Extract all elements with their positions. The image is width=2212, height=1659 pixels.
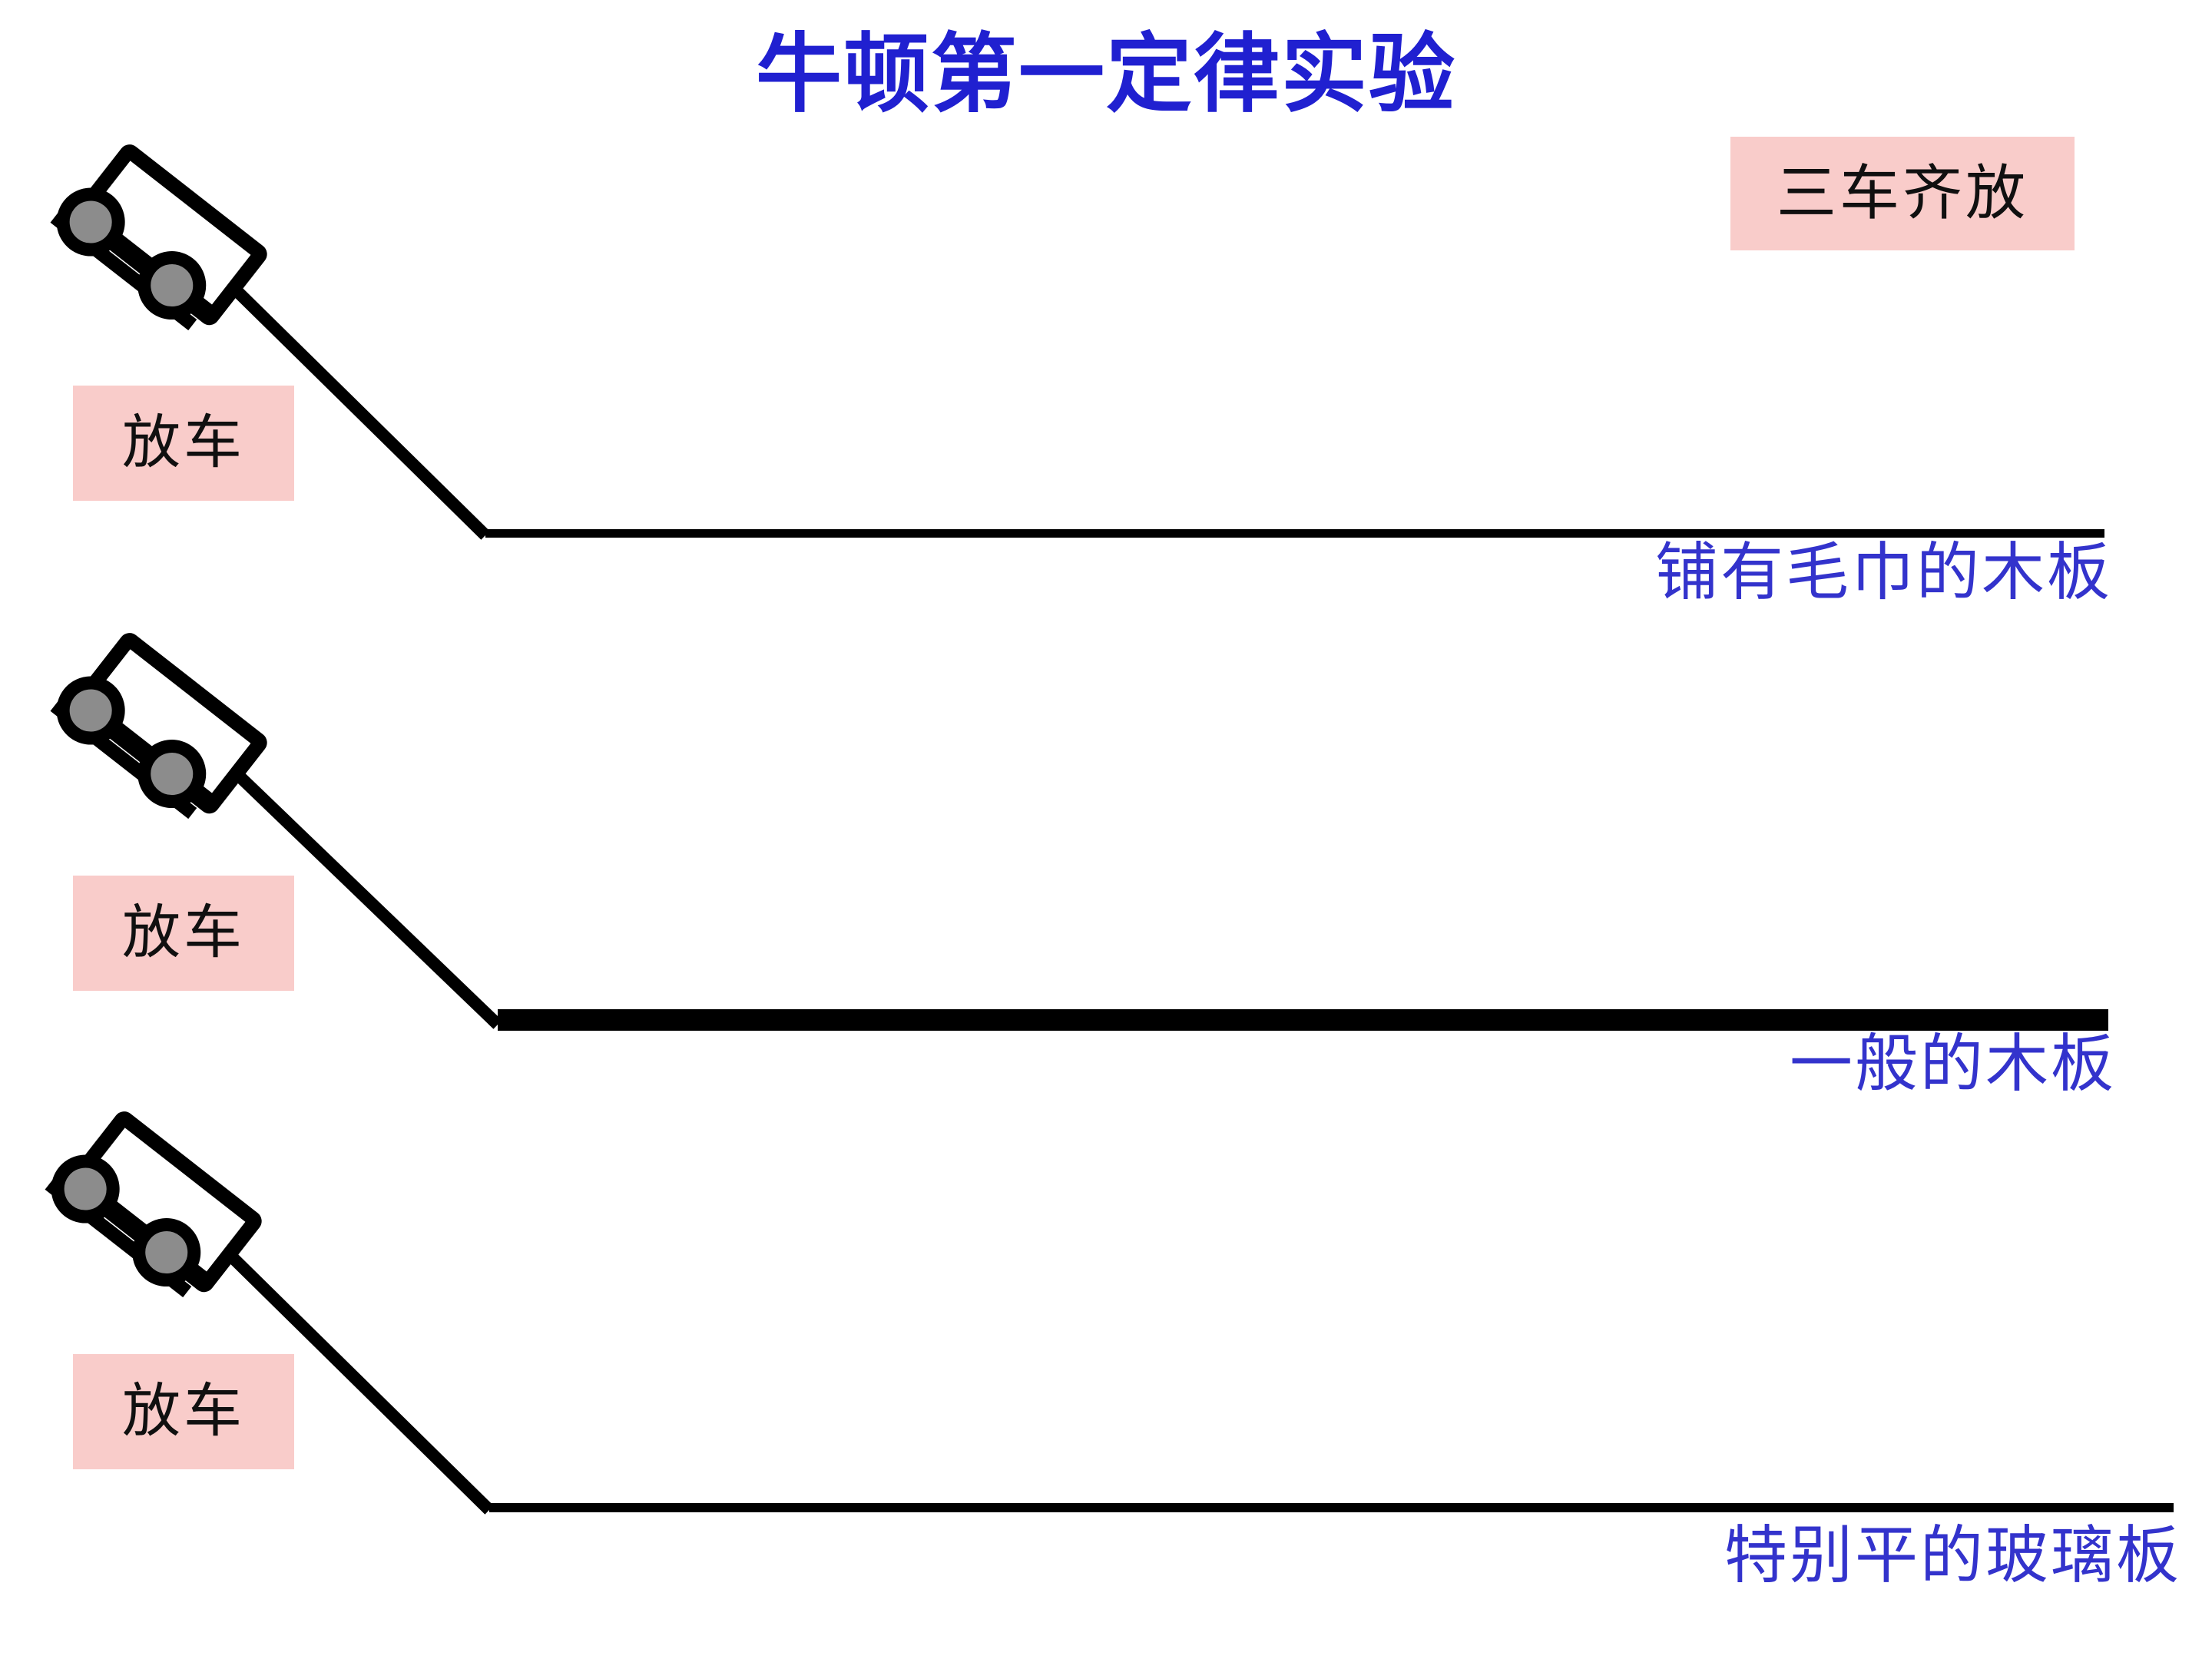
release-cart-label-3: 放车: [73, 1354, 294, 1469]
surface-board-2: [498, 1009, 2108, 1031]
setup-3-group: [47, 1109, 2174, 1515]
cart-3: [47, 1109, 256, 1306]
release-cart-label-1: 放车: [73, 386, 294, 501]
surface-label-towel-board: 铺有毛巾的木板: [1654, 538, 2112, 608]
release-cart-label-2: 放车: [73, 876, 294, 991]
cart-1: [52, 142, 261, 339]
surface-label-glass-board: 特别平的玻璃板: [1724, 1521, 2181, 1591]
setup-2-group: [52, 631, 2108, 1031]
cart-2: [52, 631, 261, 827]
three-carts-release-badge: 三车齐放: [1730, 137, 2075, 250]
page-title: 牛顿第一定律实验: [756, 26, 1456, 122]
surface-label-plain-board: 一般的木板: [1789, 1029, 2116, 1099]
surface-board-1: [485, 529, 2104, 538]
surface-board-3: [489, 1503, 2174, 1512]
